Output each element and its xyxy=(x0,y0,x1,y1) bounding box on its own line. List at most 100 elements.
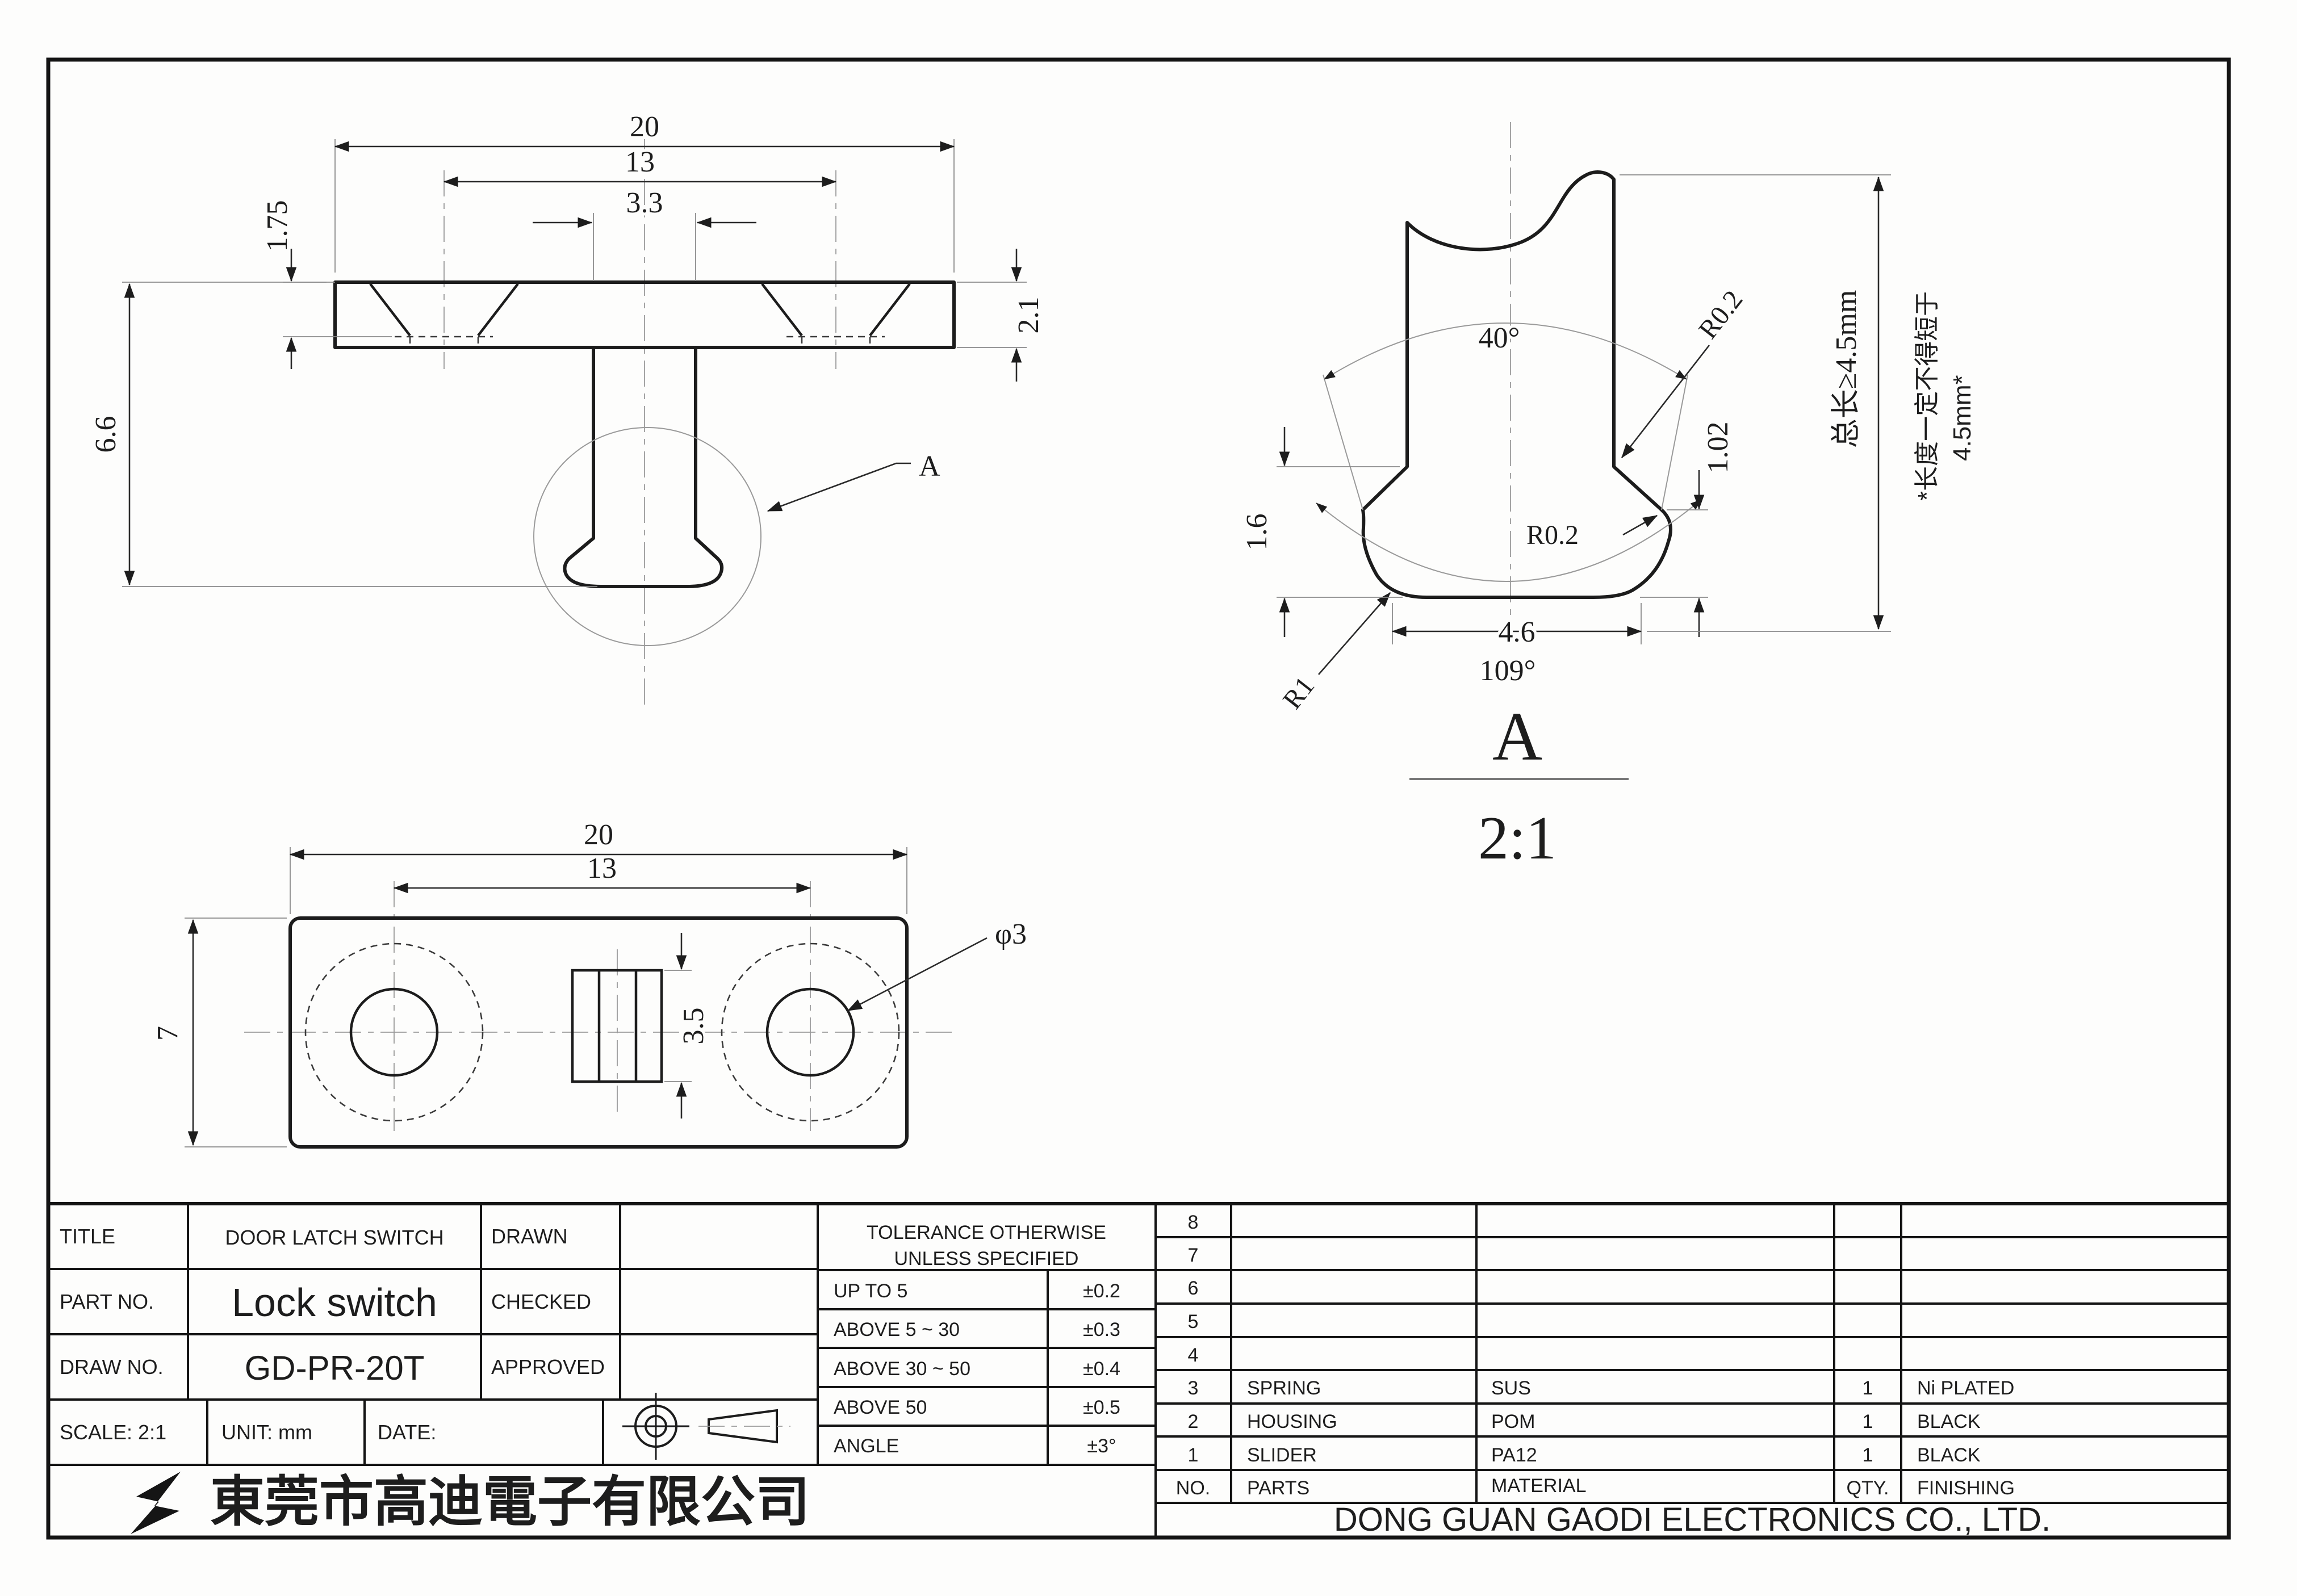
left-block-horizontals xyxy=(48,1268,1156,1466)
top-ext-7 xyxy=(185,918,287,1147)
stem-foot-outline xyxy=(563,347,724,588)
top-dim-text-3-5: 3.5 xyxy=(677,1008,710,1045)
dim-text-6-6: 6.6 xyxy=(90,416,122,453)
part-no-label: PART NO. xyxy=(60,1290,154,1313)
ext-lines-1-6 xyxy=(1277,466,1403,598)
dim-text-4-6: 4.6 xyxy=(1499,616,1535,648)
parts-row-finishing-6: BLACK xyxy=(1917,1411,1981,1432)
front-view: A 20 13 3.3 1.75 6.6 2.1 xyxy=(87,108,1048,710)
parts-row-name-5: SPRING xyxy=(1247,1377,1321,1399)
parts-row-qty-6: 1 xyxy=(1863,1411,1873,1432)
dim-text-1-75: 1.75 xyxy=(261,200,294,252)
tolerance-value-2: ±0.4 xyxy=(1083,1358,1120,1380)
part-no-value: Lock switch xyxy=(232,1280,437,1325)
dim-text-20: 20 xyxy=(630,111,659,143)
top-dim-text-dia3: φ3 xyxy=(995,918,1027,950)
dim-text-r02-lower: R0.2 xyxy=(1526,520,1579,550)
parts-header-material: MATERIAL xyxy=(1491,1475,1587,1497)
company-logo xyxy=(131,1472,181,1534)
tolerance-header-2: UNLESS SPECIFIED xyxy=(894,1248,1079,1270)
ext-lines-total-length xyxy=(1620,174,1891,632)
detail-view-a: 40° 109° R0.2 R0.2 R1 1.6 1.02 4.6 总长≥4.… xyxy=(1238,122,1976,872)
top-dim-text-20: 20 xyxy=(584,819,613,851)
parts-row-no-2: 6 xyxy=(1188,1277,1199,1299)
parts-horizontals xyxy=(1156,1236,2229,1504)
scale-label: SCALE: 2:1 xyxy=(60,1421,166,1444)
tolerance-value-4: ±3° xyxy=(1087,1435,1116,1457)
dim-text-total-length: 总长≥4.5mm xyxy=(1830,290,1863,448)
tolerance-range-4: ANGLE xyxy=(834,1435,899,1457)
detail-title: A xyxy=(1492,698,1542,775)
parts-row-qty-7: 1 xyxy=(1863,1444,1873,1466)
parts-row-no-6: 2 xyxy=(1188,1411,1199,1432)
dim-text-r02-upper: R0.2 xyxy=(1693,285,1748,345)
hole-left xyxy=(349,987,439,1077)
parts-row-no-5: 3 xyxy=(1188,1377,1199,1399)
date-label: DATE: xyxy=(378,1421,436,1444)
parts-row-finishing-7: BLACK xyxy=(1917,1444,1981,1466)
checked-label: CHECKED xyxy=(491,1290,591,1313)
top-dim-text-7: 7 xyxy=(152,1026,184,1041)
parts-row-name-6: HOUSING xyxy=(1247,1411,1337,1432)
dim-text-r1: R1 xyxy=(1277,671,1320,715)
company-name-en: DONG GUAN GAODI ELECTRONICS CO., LTD. xyxy=(1334,1501,2051,1538)
title-value: DOOR LATCH SWITCH xyxy=(225,1226,443,1249)
tolerance-horizontals xyxy=(818,1269,1156,1427)
dim-text-1-6: 1.6 xyxy=(1241,514,1273,551)
note-line2: 4.5mm* xyxy=(1948,375,1976,461)
parts-row-no-4: 4 xyxy=(1188,1344,1199,1366)
detail-circle xyxy=(533,427,762,646)
countersink-circle-right xyxy=(721,942,900,1122)
dim-text-40: 40° xyxy=(1479,322,1520,354)
detail-scale: 2:1 xyxy=(1478,805,1557,872)
slot-inner-lines xyxy=(597,970,638,1082)
parts-row-no-7: 1 xyxy=(1188,1444,1199,1466)
flange-outline xyxy=(333,280,956,349)
unit-label: UNIT: mm xyxy=(221,1421,312,1444)
slot-outline xyxy=(571,969,663,1083)
draw-no-value: GD-PR-20T xyxy=(245,1349,425,1387)
detail-outline xyxy=(1361,170,1672,599)
angle-40-guides xyxy=(1323,374,1688,510)
parts-row-qty-5: 1 xyxy=(1863,1377,1873,1399)
body-outline xyxy=(288,916,909,1149)
top-dim-text-13: 13 xyxy=(587,852,617,885)
parts-row-no-1: 7 xyxy=(1188,1245,1199,1266)
dim-text-13: 13 xyxy=(625,146,655,178)
parts-row-material-5: SUS xyxy=(1491,1377,1531,1399)
detail-leader xyxy=(767,462,911,512)
top-view: 20 13 7 3.5 φ3 xyxy=(149,816,1030,1149)
tolerance-range-2: ABOVE 30 ~ 50 xyxy=(834,1358,970,1380)
tolerance-value-1: ±0.3 xyxy=(1083,1319,1120,1341)
dim-text-2-1: 2.1 xyxy=(1012,297,1045,334)
countersink-right-hidden xyxy=(786,336,885,347)
countersink-circle-left xyxy=(304,942,484,1122)
leader-r02-lower xyxy=(1622,514,1658,536)
ext-lines-2-1 xyxy=(957,282,1027,348)
tolerance-header-1: TOLERANCE OTHERWISE xyxy=(867,1222,1106,1243)
leader-r02-upper xyxy=(1621,345,1710,459)
sheet-border xyxy=(46,57,2231,1540)
leader-r1 xyxy=(1318,592,1391,675)
parts-header-no: NO. xyxy=(1176,1477,1210,1499)
parts-row-no-3: 5 xyxy=(1188,1311,1199,1333)
hole-right xyxy=(765,987,855,1077)
ext-lines-4-6 xyxy=(1392,603,1642,644)
left-block-verticals xyxy=(187,1204,621,1400)
hole-dia-leader xyxy=(847,937,988,1012)
tolerance-value-0: ±0.2 xyxy=(1083,1280,1120,1302)
dim-text-1-02: 1.02 xyxy=(1702,422,1734,474)
tolerance-value-3: ±0.5 xyxy=(1083,1397,1120,1418)
parts-row-finishing-5: Ni PLATED xyxy=(1917,1377,2014,1399)
ext-lines-1-02 xyxy=(1640,509,1708,598)
tolerance-range-0: UP TO 5 xyxy=(834,1280,907,1302)
parts-header-parts: PARTS xyxy=(1247,1477,1309,1499)
parts-row-material-7: PA12 xyxy=(1491,1444,1537,1466)
top-centerlines-vertical xyxy=(394,881,811,1131)
scale-row-verticals xyxy=(206,1400,604,1465)
countersink-left-hidden xyxy=(395,336,493,347)
note-line1: *长度一定不得短于 xyxy=(1913,291,1941,501)
symbol-crosshair xyxy=(622,1393,689,1460)
